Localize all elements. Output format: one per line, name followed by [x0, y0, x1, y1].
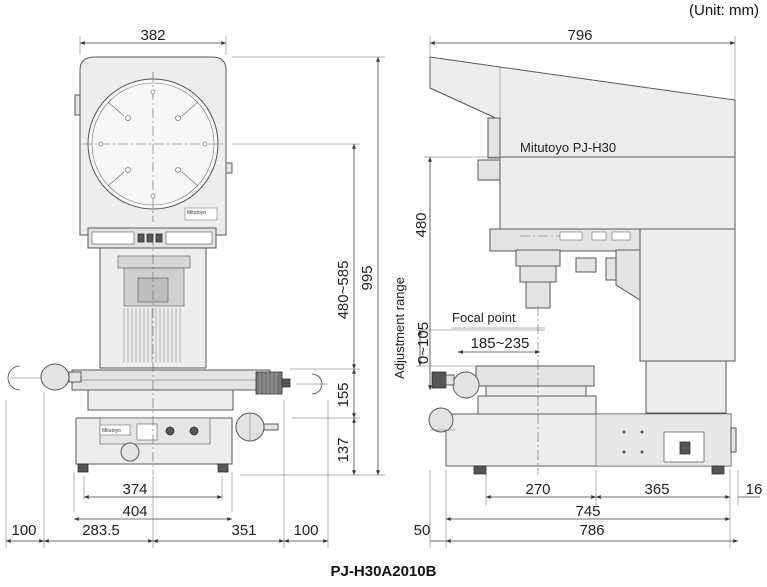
side-body	[499, 156, 736, 230]
dim-382: 382	[140, 27, 165, 44]
dim-137: 137	[335, 437, 352, 462]
dim-50: 50	[414, 522, 431, 539]
unit-label: (Unit: mm)	[689, 2, 759, 19]
dim-745: 745	[575, 503, 600, 520]
side-column	[639, 228, 736, 362]
dim-270: 270	[525, 481, 550, 498]
dim-185-235: 185~235	[471, 335, 530, 352]
focal-point-label: Focal point	[452, 310, 516, 325]
side-dimensions	[416, 36, 760, 548]
front-dimensions	[5, 36, 385, 548]
dim-351: 351	[231, 522, 256, 539]
adjustment-range-label: Adjustment range	[392, 277, 407, 379]
dim-374: 374	[122, 481, 147, 498]
x-axis-handle	[40, 363, 70, 391]
dim-155: 155	[335, 382, 352, 407]
projection-lens	[525, 281, 551, 309]
dimension-labels: 382 480~585 995 155 137 374 404 100 283.…	[11, 27, 762, 539]
svg-text:Mitutoyo PJ-H30: Mitutoyo PJ-H30	[520, 140, 616, 155]
dim-365: 365	[644, 481, 669, 498]
dim-100-right: 100	[293, 522, 318, 539]
svg-text:Mitutoyo: Mitutoyo	[187, 210, 206, 216]
dim-480: 480	[413, 212, 430, 237]
dim-995: 995	[359, 265, 376, 290]
dim-796: 796	[567, 27, 592, 44]
model-title: PJ-H30A2010B	[330, 563, 437, 580]
side-stage-handle	[452, 371, 480, 399]
dim-786: 786	[579, 522, 604, 539]
dim-283-5: 283.5	[82, 522, 120, 539]
dim-100-left: 100	[11, 522, 36, 539]
svg-text:Mitutoyo: Mitutoyo	[102, 428, 121, 434]
side-view-drawing: Mitutoyo PJ-H30	[428, 56, 737, 475]
side-stage	[475, 365, 595, 387]
dim-16: 16	[746, 481, 763, 498]
front-view-drawing: Mitutoyo	[7, 56, 328, 475]
side-focus-handwheel	[428, 407, 454, 433]
dim-404: 404	[122, 503, 147, 520]
dim-0-105: 0~105	[415, 322, 432, 364]
dim-480-585: 480~585	[335, 261, 352, 320]
